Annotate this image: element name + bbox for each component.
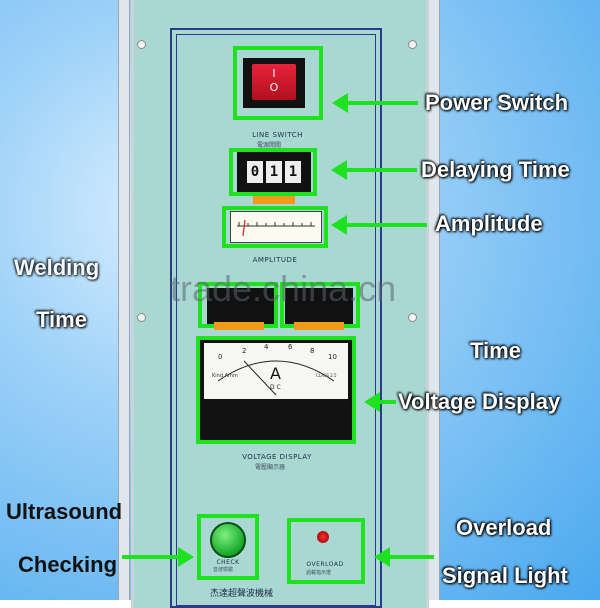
hold-timer-tag xyxy=(294,322,344,330)
screw xyxy=(408,313,417,322)
amplitude-arrow xyxy=(331,215,427,235)
overload-highlight xyxy=(287,518,365,584)
welding-time-label-line2: Time xyxy=(36,307,87,332)
scale-tick: 0 xyxy=(218,353,222,361)
delaying-time-arrow xyxy=(331,160,417,180)
meter-dc: D C xyxy=(270,384,281,391)
scale-tick: 4 xyxy=(264,343,269,351)
line-switch-caption: LINE SWITCH xyxy=(252,131,303,139)
power-switch-label: Power Switch xyxy=(425,90,569,115)
overload-cn: 過載指示燈 xyxy=(306,570,332,576)
meter-dial-icon: 0 2 4 6 8 10 A D C Kind Amm CLASS 2.5 xyxy=(212,343,337,396)
overload-arrow xyxy=(374,547,434,567)
left-rail xyxy=(118,0,130,600)
amplitude-scale-icon xyxy=(237,219,315,237)
check-caption: CHECK xyxy=(216,559,240,566)
hold-timer xyxy=(285,288,353,324)
amplitude-caption: AMPLITUDE xyxy=(252,256,298,264)
amplitude-label: Amplitude xyxy=(435,211,543,236)
screw xyxy=(137,313,146,322)
welding-time-label-line1: Welding xyxy=(14,255,100,280)
time-label: Time xyxy=(470,338,521,363)
rocker-on-mark: I xyxy=(272,67,276,80)
scale-tick: 8 xyxy=(310,347,314,355)
counter-digit[interactable]: 1 xyxy=(266,161,282,183)
power-switch-arrow xyxy=(332,93,418,113)
rocker-off-mark: O xyxy=(269,81,279,94)
delaying-time-label: Delaying Time xyxy=(421,157,570,182)
voltage-display-highlight xyxy=(196,336,356,444)
ultrasound-label-line2: Checking xyxy=(18,552,118,577)
screw xyxy=(137,40,146,49)
overload-caption: OVERLOAD xyxy=(306,561,344,568)
line-switch-rocker[interactable]: I O xyxy=(252,64,296,100)
amplitude-highlight xyxy=(222,206,328,248)
counter-digit[interactable]: 1 xyxy=(285,161,301,183)
voltage-display-label: Voltage Display xyxy=(398,389,561,414)
delay-time-tag xyxy=(253,196,295,204)
ultrasound-label-line1: Ultrasound xyxy=(6,499,123,524)
check-cn: 音波檢驗 xyxy=(213,567,234,573)
watermark: trade.china.cn xyxy=(170,268,397,309)
scale-tick: 2 xyxy=(242,347,246,355)
voltage-display-cn: 電壓顯示器 xyxy=(255,464,286,471)
voltage-display-caption: VOLTAGE DISPLAY xyxy=(242,453,312,461)
overload-label-line2: Signal Light xyxy=(442,563,568,588)
counter-digit[interactable]: 0 xyxy=(247,161,263,183)
welding-timer xyxy=(207,288,275,324)
overload-signal-light xyxy=(317,531,329,543)
ultrasound-check-button[interactable] xyxy=(210,522,246,558)
meter-face: 0 2 4 6 8 10 A D C Kind Amm CLASS 2.5 xyxy=(204,343,348,399)
voltage-display-arrow xyxy=(364,392,396,412)
scale-tick: 6 xyxy=(288,343,293,351)
meter-class: CLASS 2.5 xyxy=(316,373,337,378)
amplitude-meter xyxy=(230,211,322,243)
ultrasound-arrow xyxy=(122,547,194,567)
line-switch-cn: 電源開關 xyxy=(257,142,282,149)
meter-unit: A xyxy=(270,364,281,383)
meter-brand: Kind Amm xyxy=(212,373,238,379)
power-switch-highlight xyxy=(233,46,323,120)
maker-name-cn: 杰達超聲波機械 xyxy=(210,589,274,599)
check-highlight xyxy=(197,514,259,580)
overload-label-line1: Overload xyxy=(456,515,552,540)
welding-timer-tag xyxy=(214,322,264,330)
scale-tick: 10 xyxy=(328,353,337,361)
screw xyxy=(408,40,417,49)
delay-time-highlight xyxy=(229,148,317,196)
